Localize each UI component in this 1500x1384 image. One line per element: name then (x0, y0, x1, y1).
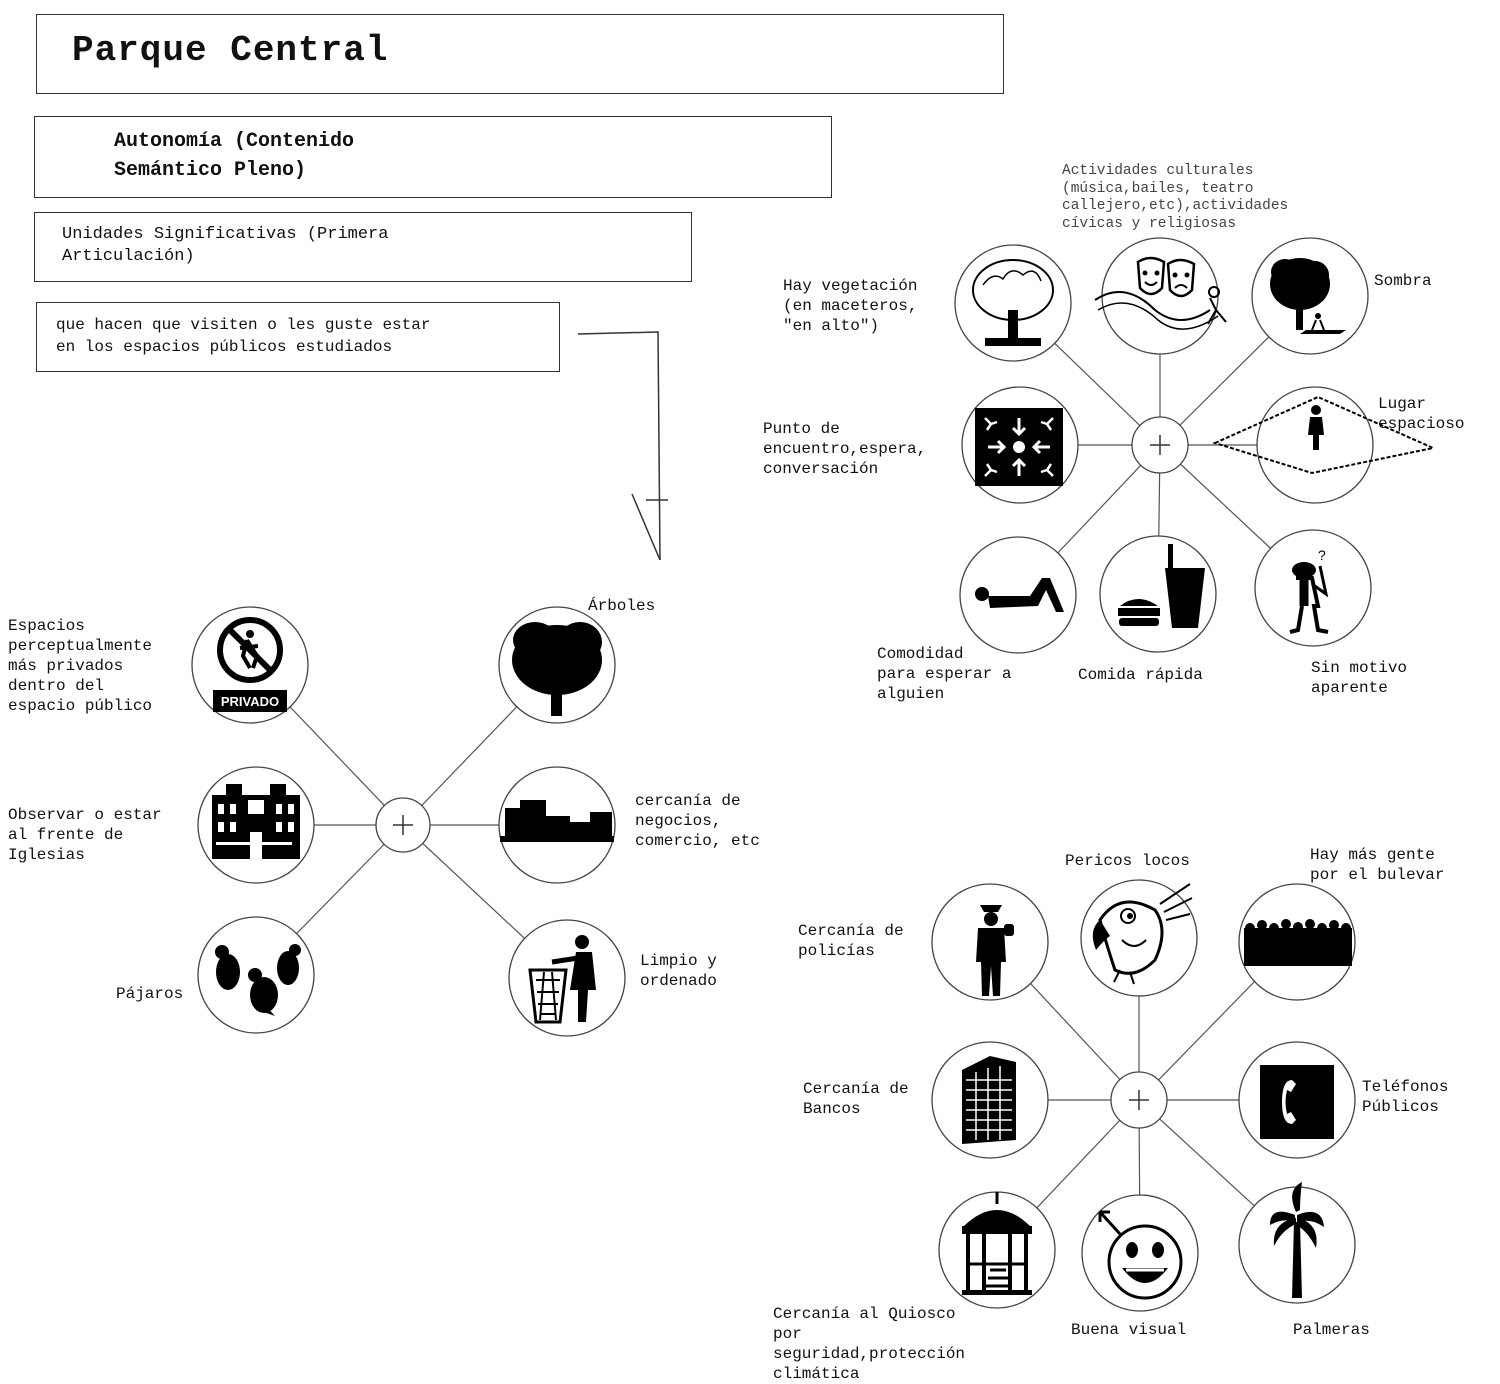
privado-sign-text: PRIVADO (221, 694, 279, 709)
units-line-2: Articulación) (62, 247, 195, 266)
label-iglesias: Observar o estar al frente de Iglesias (8, 806, 162, 864)
label-arboles: Árboles (588, 597, 656, 615)
title-box (36, 14, 1004, 94)
tree-icon (512, 622, 602, 716)
label-limpio: Limpio y ordenado (640, 952, 717, 990)
units-line-1: Unidades Significativas (Primera (62, 225, 389, 244)
label-vegetacion: Hay vegetación (en maceteros, "en alto") (783, 277, 918, 335)
bottom-right-hub (1110, 1071, 1168, 1129)
trash-can-icon (528, 935, 596, 1024)
police-icon (976, 905, 1014, 996)
label-palmeras: Palmeras (1293, 1321, 1370, 1339)
kiosk-icon (962, 1192, 1032, 1295)
description-line-1: que hacen que visiten o les guste estar (56, 316, 431, 334)
label-telefonos: Teléfonos Públicos (1362, 1078, 1449, 1116)
label-gente: Hay más gente por el bulevar (1310, 846, 1445, 884)
buildings-icon (500, 800, 614, 842)
label-negocios: cercanía de negocios, comercio, etc (635, 792, 760, 850)
palm-tree-icon (1270, 1182, 1324, 1298)
no-entry-private-icon: PRIVADO (213, 617, 287, 712)
label-encuentro: Punto de encuentro,espera, conversación (763, 420, 927, 478)
label-comida: Comida rápida (1078, 666, 1203, 684)
label-bancos: Cercanía de Bancos (803, 1080, 909, 1118)
description-line-2: en los espacios públicos estudiados (56, 338, 393, 356)
subtitle-box (34, 116, 832, 198)
potted-tree-icon (972, 259, 1054, 346)
label-policias: Cercanía de policías (798, 922, 904, 960)
open-space-icon (1212, 395, 1437, 475)
label-espacioso: Lugar espacioso (1378, 395, 1465, 433)
smiley-icon (1098, 1210, 1183, 1300)
label-sin-motivo: Sin motivo aparente (1311, 659, 1408, 697)
lying-person-icon (975, 578, 1064, 612)
label-actividades: Actividades culturales (música,bailes, t… (1062, 163, 1289, 232)
connector-arrow (577, 331, 668, 561)
telephone-icon (1260, 1065, 1334, 1139)
description-box (36, 302, 560, 372)
birds-icon (215, 944, 301, 1016)
crowd-icon (1244, 919, 1352, 966)
svg-text:?: ? (1318, 547, 1326, 563)
label-sombra: Sombra (1374, 272, 1432, 290)
theater-masks-icon (1094, 256, 1227, 330)
bank-building-icon (962, 1056, 1016, 1144)
shade-tree-icon (1270, 258, 1346, 334)
label-buena-visual: Buena visual (1071, 1321, 1187, 1339)
left-hub (375, 797, 431, 853)
meeting-point-icon (975, 408, 1063, 486)
church-icon (212, 784, 300, 859)
crazy-parrot-icon (1092, 883, 1193, 985)
fast-food-icon (1118, 544, 1205, 628)
top-right-hub (1131, 416, 1189, 474)
page-title: Parque Central (72, 30, 389, 71)
subtitle-line-1: Autonomía (Contenido (114, 130, 355, 153)
label-espacios-privados: Espacios perceptualmente más privados de… (8, 617, 153, 715)
label-pajaros: Pájaros (116, 985, 184, 1003)
units-box (34, 212, 692, 282)
confused-person-icon: ? (1289, 547, 1329, 634)
label-quiosco: Cercanía al Quiosco por seguridad,protec… (773, 1305, 966, 1383)
label-comodidad: Comodidad para esperar a alguien (877, 645, 1012, 703)
label-pericos: Pericos locos (1065, 852, 1190, 870)
subtitle-line-2: Semántico Pleno) (114, 159, 307, 182)
